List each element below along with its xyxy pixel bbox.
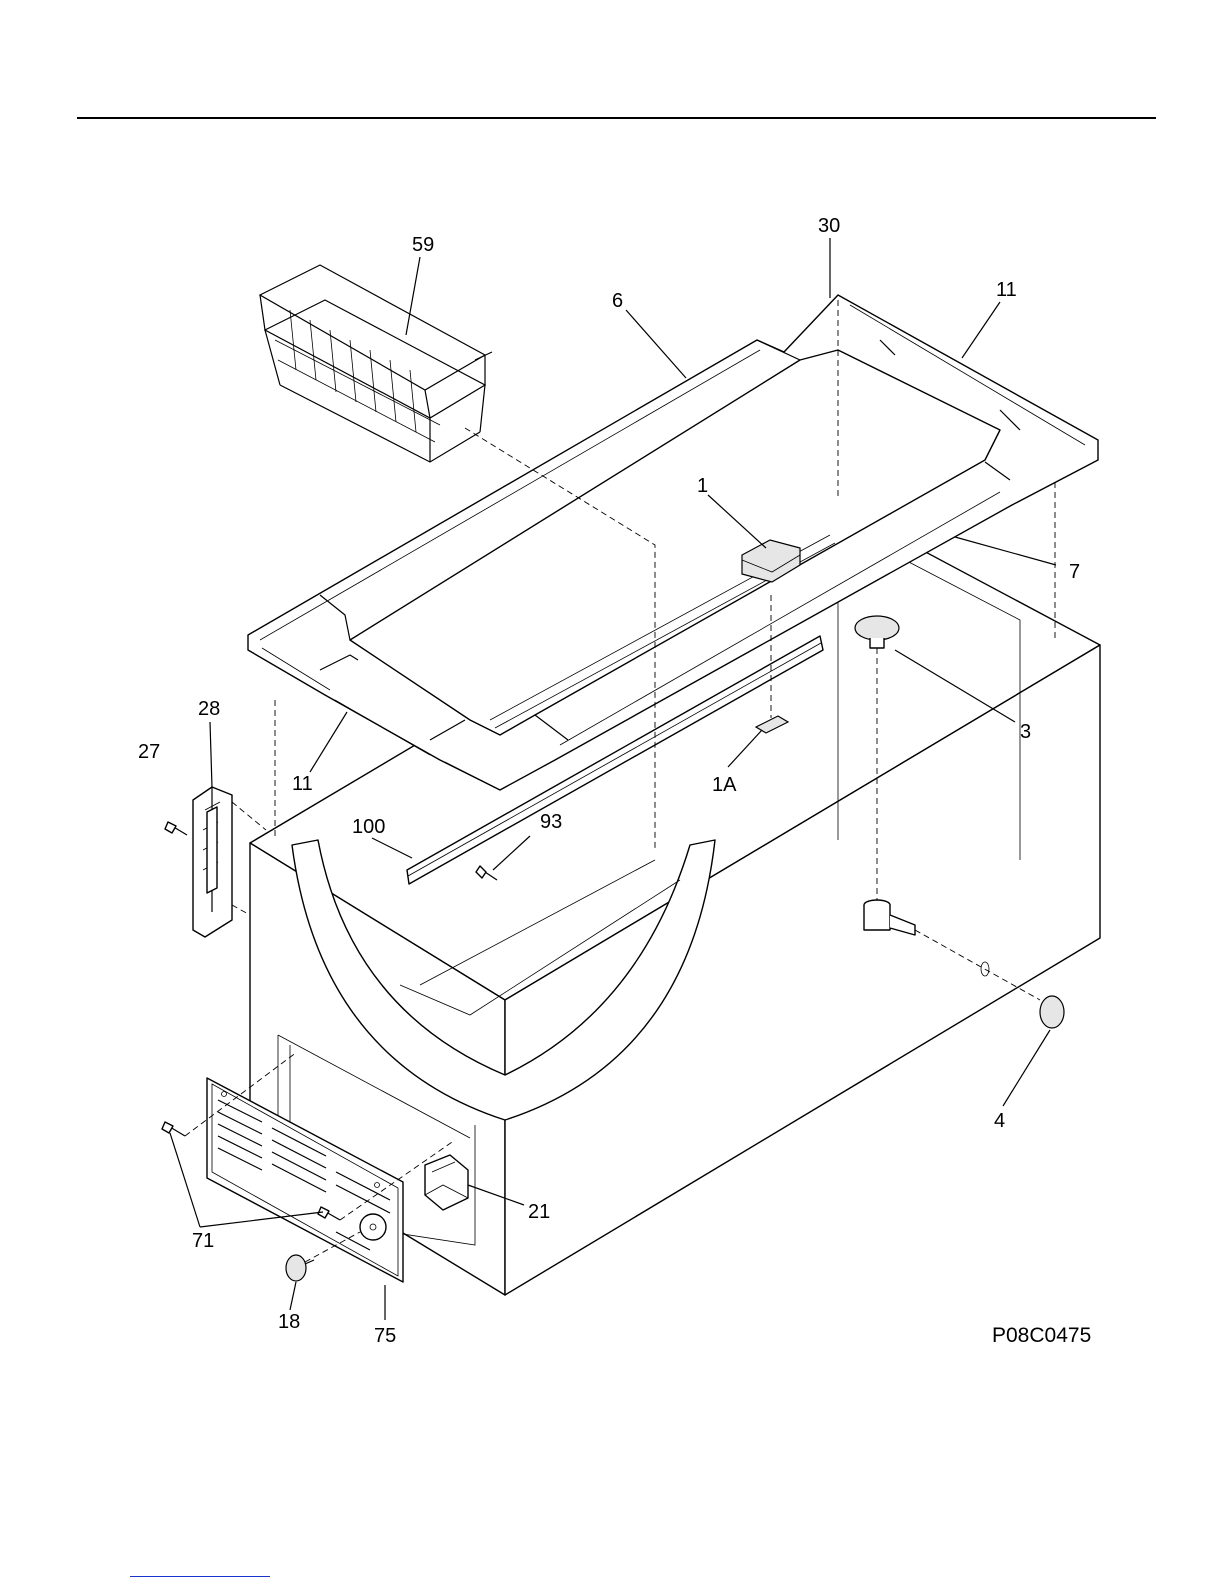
callout-71: 71 — [192, 1230, 214, 1252]
callout-6: 6 — [612, 290, 623, 312]
footer-link-underline — [130, 1576, 270, 1577]
part-27-screw — [165, 822, 187, 835]
part-59-basket — [260, 265, 492, 462]
callout-75: 75 — [374, 1325, 396, 1347]
callout-11-top: 11 — [996, 279, 1017, 301]
callout-1a: 1A — [712, 774, 737, 796]
callout-30: 30 — [818, 215, 840, 237]
callout-4: 4 — [994, 1110, 1005, 1132]
part-28-hinge — [193, 787, 232, 937]
callout-59: 59 — [412, 234, 434, 256]
callout-100: 100 — [352, 816, 385, 838]
callout-21: 21 — [528, 1201, 550, 1223]
callout-28: 28 — [198, 698, 220, 720]
callout-1: 1 — [697, 475, 708, 497]
callout-3: 3 — [1020, 721, 1031, 743]
callout-27: 27 — [138, 741, 160, 763]
callout-11-left: 11 — [292, 773, 313, 795]
callout-93: 93 — [540, 811, 562, 833]
callout-7: 7 — [1069, 561, 1080, 583]
drawing-code: P08C0475 — [992, 1324, 1091, 1347]
callout-18: 18 — [278, 1311, 300, 1333]
